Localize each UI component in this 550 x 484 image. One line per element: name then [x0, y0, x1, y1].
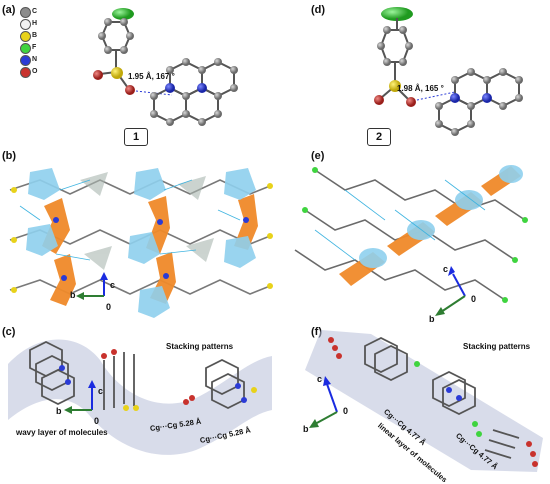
- boron-dot-icon: [20, 31, 31, 42]
- layer-label-c: wavy layer of molecules: [16, 428, 108, 437]
- nitrogen-dot-icon: [20, 55, 31, 66]
- panel-label-c: (c): [2, 326, 16, 338]
- hbond-label-d: 1.98 Å, 165 °: [397, 84, 444, 93]
- stacking-title-c: Stacking patterns: [166, 342, 234, 351]
- compound-label-2: 2: [367, 128, 391, 146]
- axis-label-c-c: c: [98, 386, 103, 396]
- panel-a: (a) C H B F N O: [0, 0, 275, 150]
- axes-e: c b 0: [429, 264, 476, 324]
- packing-b-drawing: c b 0: [9, 168, 273, 318]
- molecule-a-drawing: [93, 8, 238, 126]
- fluorine-dot-icon: [20, 43, 31, 54]
- stacking-c-drawing: c b 0: [8, 339, 272, 455]
- hydrogen-dot-icon: [20, 19, 31, 30]
- panel-f: (f) c b 0 Stacking patterns Cg···: [275, 320, 550, 484]
- axis-label-b-c: b: [56, 406, 62, 416]
- panel-label-d: (d): [311, 4, 326, 16]
- molecule-d-drawing: [374, 7, 523, 136]
- panel-label-b: (b): [2, 150, 17, 162]
- axis-origin-c: 0: [94, 416, 99, 426]
- wavy-layer-band: [8, 339, 272, 455]
- axis-origin-f: 0: [343, 406, 348, 416]
- linear-layer-band: [305, 330, 543, 472]
- axis-label-b-e: b: [429, 314, 435, 324]
- packing-e-drawing: c b 0: [294, 165, 528, 324]
- axis-label-c-f: c: [317, 374, 322, 384]
- compound-label-1: 1: [124, 128, 148, 146]
- axis-label-b-b: b: [70, 290, 76, 300]
- axis-label-c-e: c: [443, 264, 448, 274]
- panel-label-a: (a): [2, 4, 16, 16]
- hbond-label-a: 1.95 Å, 167 °: [128, 72, 175, 81]
- axis-origin-b: 0: [106, 302, 111, 312]
- panel-label-f: (f): [311, 326, 322, 338]
- panel-label-e: (e): [311, 150, 325, 162]
- axis-origin-e: 0: [471, 294, 476, 304]
- axes-b: c b 0: [70, 272, 115, 312]
- panel-e: (e): [275, 150, 550, 324]
- panel-d: (d) 1.98 Å, 165 °: [275, 0, 550, 150]
- stacking-f-drawing: c b 0: [303, 330, 543, 472]
- carbon-dot-icon: [20, 7, 31, 18]
- oxygen-dot-icon: [20, 67, 31, 78]
- axes-f: c b 0: [303, 374, 348, 434]
- panel-c: (c) c b 0 Stacking patterns Cg···: [0, 320, 275, 472]
- axis-label-c-b: c: [110, 280, 115, 290]
- axes-c: c b 0: [56, 380, 103, 426]
- panel-b: (b): [0, 150, 275, 320]
- axis-label-b-f: b: [303, 424, 309, 434]
- stacking-title-f: Stacking patterns: [463, 342, 531, 351]
